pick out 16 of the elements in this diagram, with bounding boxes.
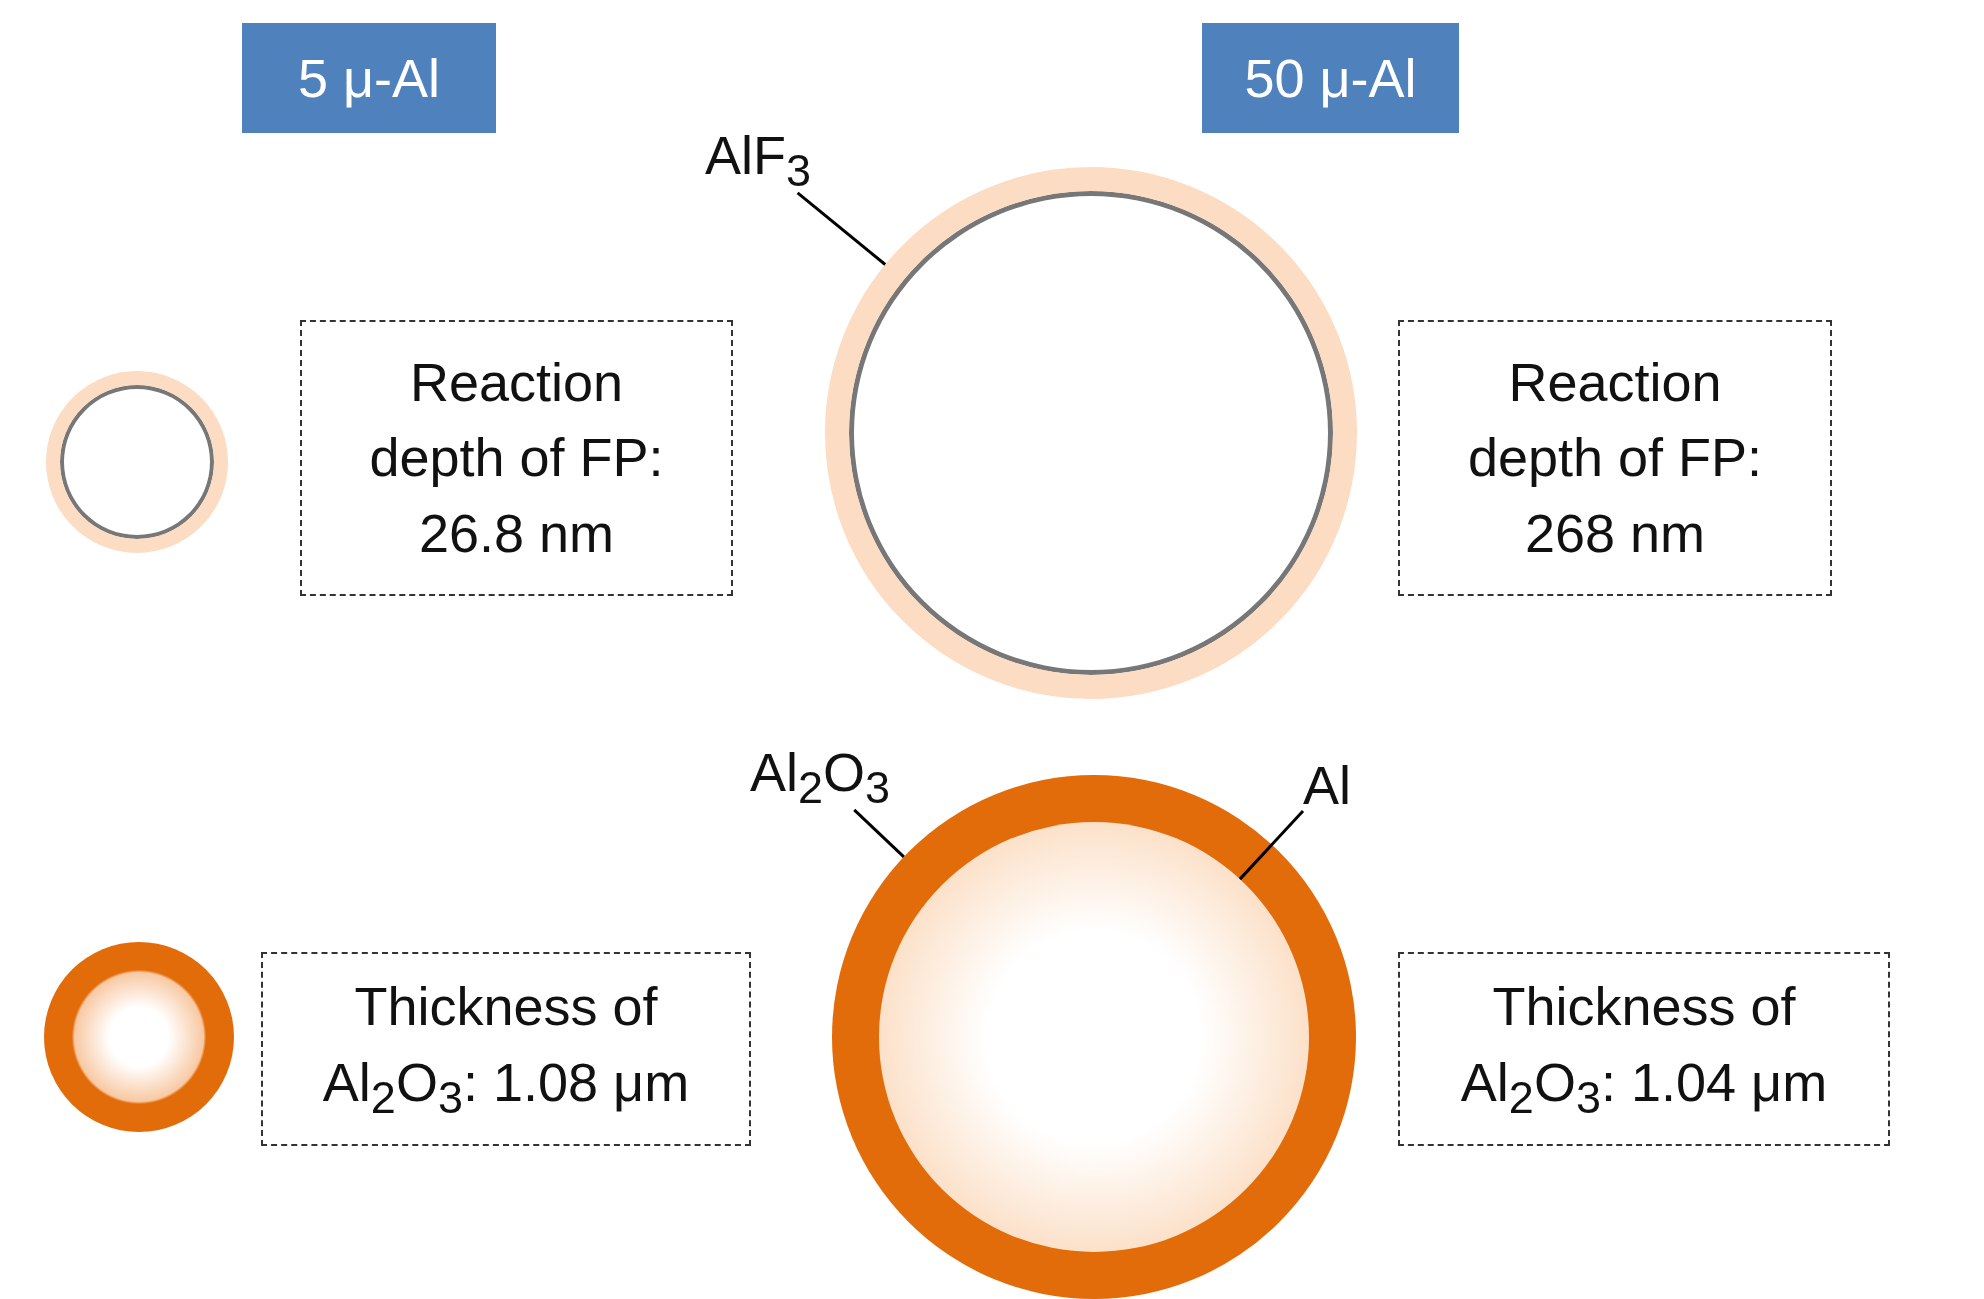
layer-label: AlF$_{3}$ [705, 128, 812, 193]
annotation-text: Reaction depth of FP: 26.8 nm [368, 350, 665, 565]
layer-label: Al$_{2}$O$_{3}$ [750, 745, 891, 810]
sample-tag: 50 μ-Al [1202, 23, 1459, 133]
leader-line [1238, 809, 1305, 881]
annotation-box [300, 320, 733, 596]
leader-line [853, 808, 905, 858]
annotation-text: Thickness of Al$_{2}$O$_{3}$: 1.08 μm [321, 975, 691, 1125]
annotation-box [1398, 952, 1890, 1146]
leader-line [796, 191, 887, 266]
layer-label: Al [1303, 758, 1351, 812]
annotation-text: Thickness of Al$_{2}$O$_{3}$: 1.04 μm [1459, 975, 1829, 1125]
annotation-text: Reaction depth of FP: 268 nm [1466, 350, 1764, 565]
sample-tag: 5 μ-Al [242, 23, 496, 133]
annotation-box [1398, 320, 1832, 596]
annotation-box [261, 952, 751, 1146]
